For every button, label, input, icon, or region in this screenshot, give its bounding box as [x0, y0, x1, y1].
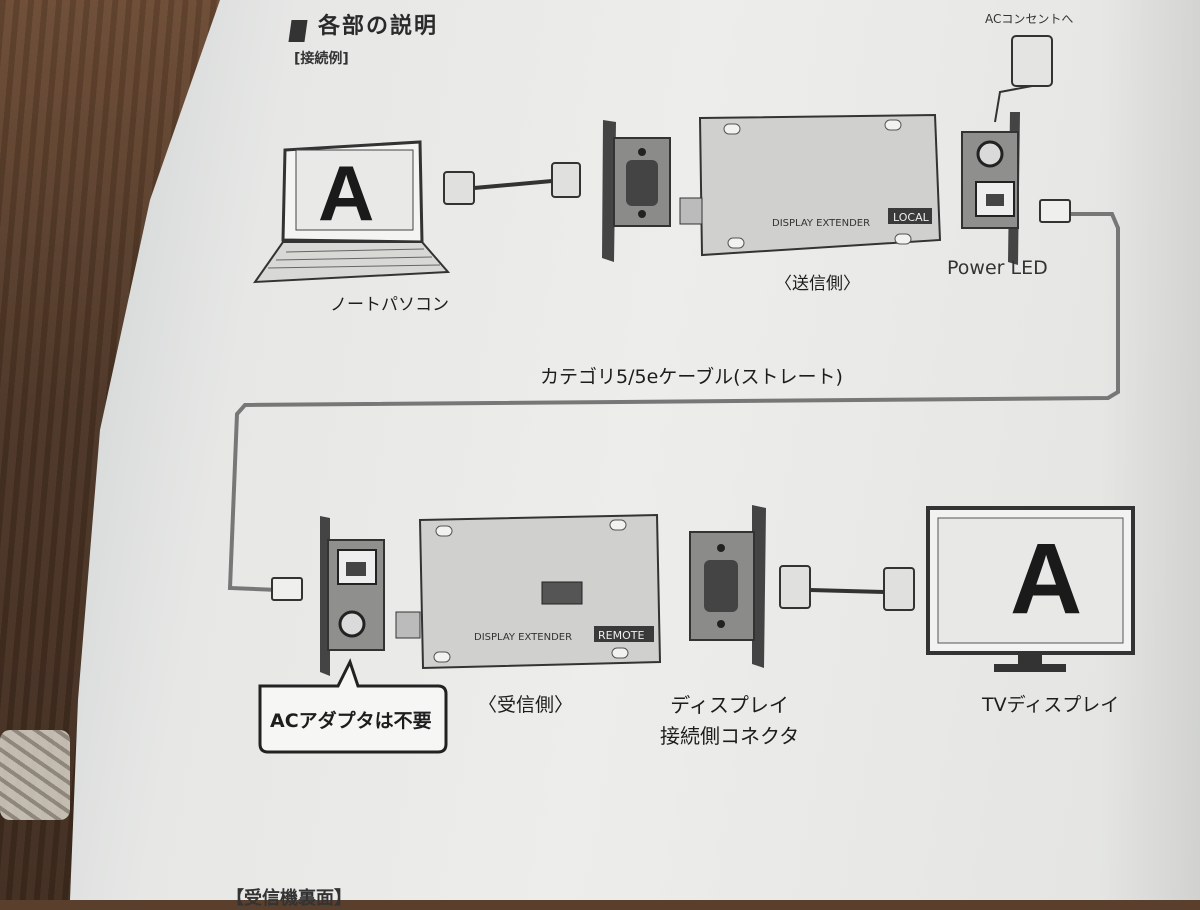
- receiver-vga-port-panel: [689, 505, 766, 668]
- page-shadow: [1100, 0, 1200, 900]
- ac-note-callout: [258, 658, 448, 754]
- laptop-label: ノートパソコン: [330, 295, 449, 315]
- title-marker: [288, 20, 308, 42]
- section-subtitle: [接続例]: [294, 51, 349, 67]
- ac-note-text: ACアダプタは不要: [270, 710, 432, 732]
- bottom-section-heading: 【受信機裏面】: [226, 888, 352, 909]
- tv-label: TVディスプレイ: [982, 694, 1120, 716]
- tv-screen-letter: A: [1010, 523, 1083, 635]
- page-title: 各部の説明: [318, 14, 439, 39]
- ac-outlet-label: ACコンセントへ: [985, 12, 1074, 26]
- tv-display-icon: [926, 506, 1135, 672]
- rope: [0, 730, 70, 820]
- sender-vga-port-panel: [602, 120, 671, 262]
- vga-cable-bottom: [779, 565, 915, 611]
- receiver-badge: REMOTE: [598, 629, 644, 642]
- rj45-plug-top: [1039, 199, 1071, 223]
- vga-cable-top: [443, 162, 581, 205]
- sender-badge: LOCAL: [893, 211, 930, 224]
- receiver-power-panel: [320, 516, 385, 676]
- sender-extender-box: [679, 113, 942, 257]
- ac-adapter-icon: [994, 35, 1053, 123]
- sender-power-panel: [961, 112, 1020, 265]
- laptop-screen-letter: A: [318, 149, 375, 237]
- receiver-device-text: DISPLAY EXTENDER: [474, 632, 572, 643]
- rj45-plug-bottom: [271, 577, 303, 601]
- laptop-icon: [253, 140, 451, 284]
- sender-device-text: DISPLAY EXTENDER: [772, 218, 870, 229]
- connector-label: ディスプレイ 接続側コネクタ: [660, 693, 800, 748]
- receiver-label: 〈受信側〉: [478, 694, 574, 716]
- cat5-cable: [227, 212, 1120, 592]
- receiver-extender-box: [395, 513, 662, 670]
- power-led-label: Power LED: [947, 257, 1048, 279]
- cable-label: カテゴリ5/5eケーブル(ストレート): [540, 366, 843, 388]
- sender-label: 〈送信側〉: [775, 274, 860, 294]
